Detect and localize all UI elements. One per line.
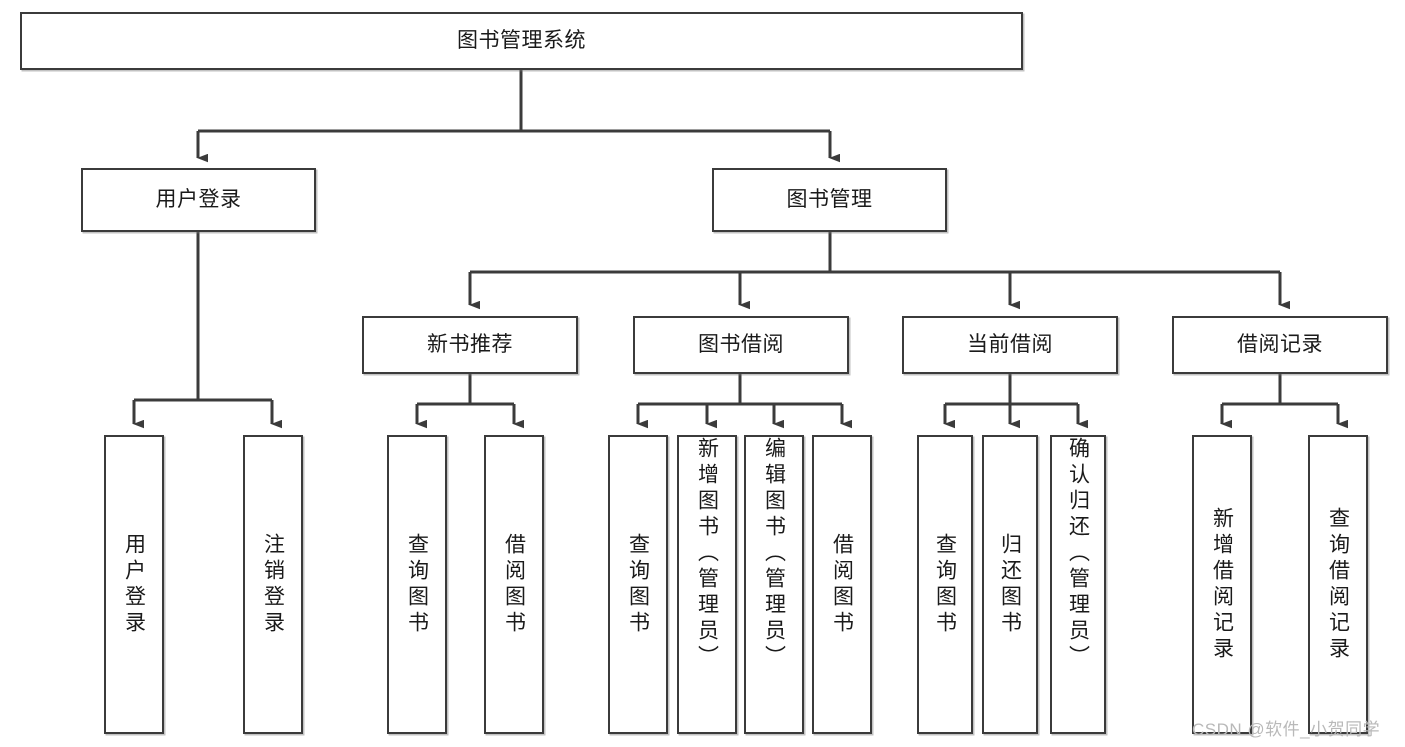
node-label: 图书管理系统 <box>457 28 586 52</box>
node-root-system[interactable]: 图书管理系统 <box>20 12 1023 70</box>
node-label: 确认归还（管理员） <box>1066 437 1090 671</box>
leaf-borrow-book-2[interactable]: 借阅图书 <box>812 435 872 734</box>
node-label: 借阅记录 <box>1237 332 1323 356</box>
leaf-query-book-2[interactable]: 查询图书 <box>608 435 668 734</box>
watermark-text: CSDN @软件_小贺同学 <box>1192 720 1381 739</box>
node-user-login[interactable]: 用户登录 <box>81 168 316 232</box>
node-label: 当前借阅 <box>967 332 1053 356</box>
leaf-query-book-3[interactable]: 查询图书 <box>917 435 973 734</box>
node-label: 用户登录 <box>122 532 146 637</box>
node-label: 借阅图书 <box>502 532 526 637</box>
node-label: 图书管理 <box>786 187 873 211</box>
leaf-add-record[interactable]: 新增借阅记录 <box>1192 435 1252 734</box>
node-label: 借阅图书 <box>830 532 854 637</box>
leaf-user-login[interactable]: 用户登录 <box>104 435 164 734</box>
leaf-return-book[interactable]: 归还图书 <box>982 435 1038 734</box>
leaf-add-book[interactable]: 新增图书（管理员） <box>677 435 737 734</box>
node-label: 图书借阅 <box>698 332 784 356</box>
leaf-edit-book[interactable]: 编辑图书（管理员） <box>744 435 804 734</box>
leaf-borrow-book-1[interactable]: 借阅图书 <box>484 435 544 734</box>
node-borrow-record[interactable]: 借阅记录 <box>1172 316 1388 374</box>
leaf-confirm-return[interactable]: 确认归还（管理员） <box>1050 435 1106 734</box>
node-book-borrow[interactable]: 图书借阅 <box>633 316 849 374</box>
leaf-query-record[interactable]: 查询借阅记录 <box>1308 435 1368 734</box>
node-label: 用户登录 <box>155 187 242 211</box>
node-label: 新增借阅记录 <box>1210 506 1234 663</box>
leaf-query-book-1[interactable]: 查询图书 <box>387 435 447 734</box>
node-label: 注销登录 <box>261 532 285 637</box>
node-label: 查询借阅记录 <box>1326 506 1350 663</box>
leaf-logout-login[interactable]: 注销登录 <box>243 435 303 734</box>
node-label: 新书推荐 <box>427 332 513 356</box>
node-current-borrow[interactable]: 当前借阅 <box>902 316 1118 374</box>
node-label: 新增图书（管理员） <box>695 437 719 671</box>
node-label: 归还图书 <box>998 532 1022 637</box>
node-label: 查询图书 <box>933 532 957 637</box>
node-label: 编辑图书（管理员） <box>762 437 786 671</box>
node-book-management[interactable]: 图书管理 <box>712 168 947 232</box>
node-label: 查询图书 <box>405 532 429 637</box>
node-new-book-recommend[interactable]: 新书推荐 <box>362 316 578 374</box>
node-label: 查询图书 <box>626 532 650 637</box>
